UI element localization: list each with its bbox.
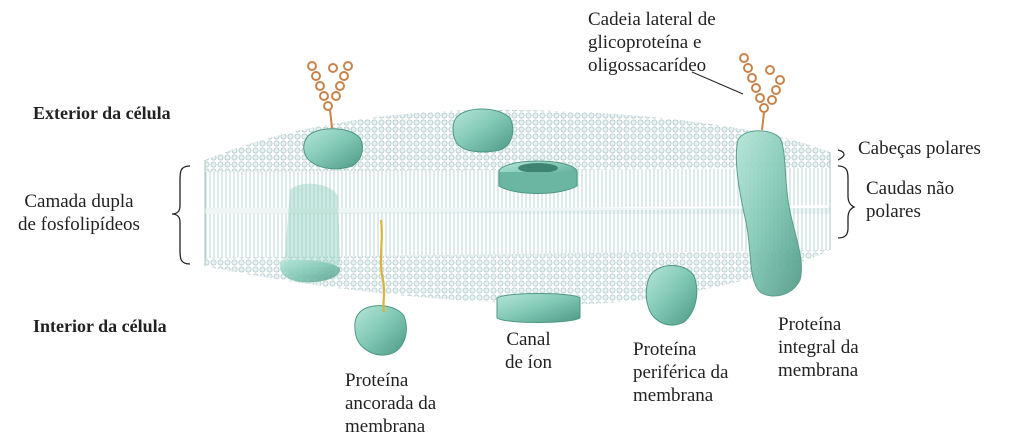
oligosaccharide-right xyxy=(740,54,784,130)
heads-label: Cabeças polares xyxy=(858,137,981,160)
left-brace xyxy=(172,166,190,264)
anchored-protein-label: Proteína ancorada da membrana xyxy=(345,369,436,438)
peripheral-protein xyxy=(646,266,697,326)
oligosaccharide-left xyxy=(308,62,352,128)
ion-channel-label: Canal de íon xyxy=(505,328,552,374)
tails-label: Caudas não polares xyxy=(866,177,954,223)
anchored-protein xyxy=(355,306,407,355)
surface-protein-top xyxy=(453,109,513,152)
glycoprotein-left xyxy=(304,129,363,169)
integral-protein-label: Proteína integral da membrana xyxy=(778,313,859,382)
bilayer-label: Camada dupla de fosfolipídeos xyxy=(18,190,140,236)
inside-label: Interior da célula xyxy=(33,315,167,338)
glyco-label: Cadeia lateral de glicoproteína e oligos… xyxy=(588,8,716,77)
ion-channel-bottom xyxy=(497,294,580,323)
peripheral-protein-label: Proteína periférica da membrana xyxy=(633,338,728,407)
right-brace-heads xyxy=(838,150,844,160)
outside-label: Exterior da célula xyxy=(33,102,171,125)
right-brace-tails xyxy=(838,166,854,238)
